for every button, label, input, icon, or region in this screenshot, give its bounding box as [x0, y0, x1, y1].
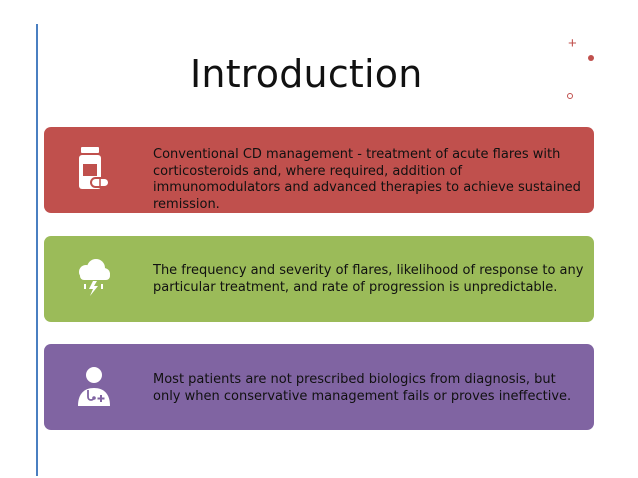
card-text: The frequency and severity of flares, li…	[153, 263, 584, 295]
card-conventional-management: Conventional CD management - treatment o…	[44, 127, 594, 213]
card-biologics: Most patients are not prescribed biologi…	[44, 344, 594, 430]
plus-decoration-icon: +	[568, 35, 577, 52]
slide-title: Introduction	[190, 52, 423, 96]
accent-vertical-line	[36, 24, 38, 476]
card-text: Conventional CD management - treatment o…	[153, 147, 581, 212]
card-text: Most patients are not prescribed biologi…	[153, 372, 572, 404]
doctor-icon	[74, 364, 114, 410]
storm-cloud-icon	[74, 256, 114, 302]
pill-bottle-icon	[74, 147, 114, 193]
card-unpredictability: The frequency and severity of flares, li…	[44, 236, 594, 322]
ring-decoration-icon	[567, 93, 573, 99]
dot-decoration-icon	[588, 55, 594, 61]
